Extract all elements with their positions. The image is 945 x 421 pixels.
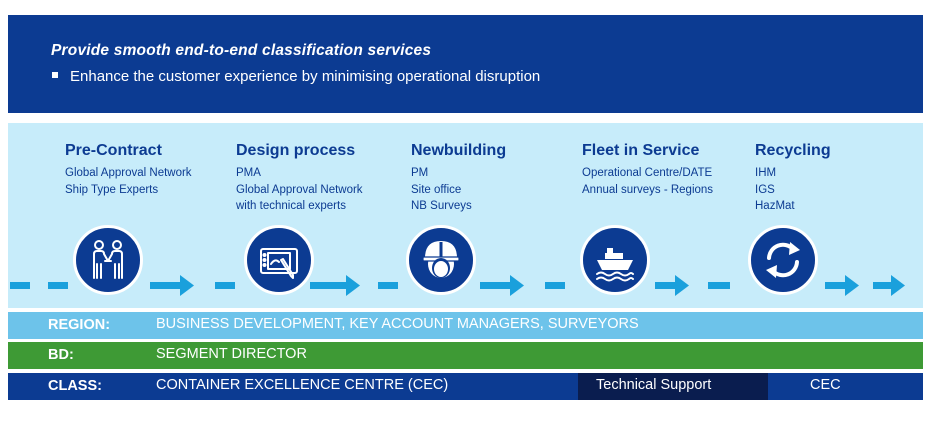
stage-item: HazMat [755,200,795,212]
header-bullet: Enhance the customer experience by minim… [52,68,540,85]
region-text: BUSINESS DEVELOPMENT, KEY ACCOUNT MANAGE… [156,316,639,332]
stage-title: Design process [236,142,356,159]
stage-title: Pre-Contract [65,142,162,159]
stage-item: Operational Centre/DATE [582,167,713,179]
header-banner: Provide smooth end-to-end classification… [8,15,923,113]
stage-item: Global Approval Network [236,183,363,196]
technical-support-box: Technical Support [578,373,768,400]
stage-item: PMA [236,167,261,179]
stage-title: Newbuilding [411,142,507,159]
class-label: CLASS: [48,378,102,394]
class-row: CLASS: CONTAINER EXCELLENCE CENTRE (CEC)… [8,373,923,400]
bd-text: SEGMENT DIRECTOR [156,346,307,362]
stage-item: Site office [411,183,462,196]
stage-item: with technical experts [236,200,346,212]
bullet-icon [52,72,58,79]
stage-design-process: Design process PMA Global Approval Netwo… [236,142,363,215]
stage-title: Fleet in Service [582,142,700,159]
stage-item: Annual surveys - Regions [582,183,714,196]
stage-item: NB Surveys [411,200,472,212]
stage-item: IHM [755,167,777,179]
class-text: CONTAINER EXCELLENCE CENTRE (CEC) [156,377,449,393]
technical-support-text: Technical Support [596,377,712,393]
stage-recycling: Recycling IHM IGS HazMat [755,142,831,215]
region-row: REGION: BUSINESS DEVELOPMENT, KEY ACCOUN… [8,312,923,339]
header-bullet-text: Enhance the customer experience by minim… [70,68,541,85]
stage-item: Ship Type Experts [65,183,159,196]
stage-item: IGS [755,183,775,196]
ship-icon [580,225,650,295]
stage-fleet-in-service: Fleet in Service Operational Centre/DATE… [582,142,713,198]
stage-title: Recycling [755,142,831,159]
header-title: Provide smooth end-to-end classification… [51,42,432,59]
drawing-tablet-icon [244,225,314,295]
recycle-arrows-icon [748,225,818,295]
bd-label: BD: [48,347,74,363]
timeline-arrows [10,275,905,296]
stage-item: Global Approval Network [65,167,192,179]
hard-hat-worker-icon [406,225,476,295]
stage-item: PM [411,167,429,179]
cec-text: CEC [810,377,841,393]
stage-pre-contract: Pre-Contract Global Approval Network Shi… [65,142,192,198]
region-label: REGION: [48,317,111,333]
bd-row: BD: SEGMENT DIRECTOR [8,342,923,369]
stage-newbuilding: Newbuilding PM Site office NB Surveys [411,142,506,215]
handshake-people-icon [73,225,143,295]
